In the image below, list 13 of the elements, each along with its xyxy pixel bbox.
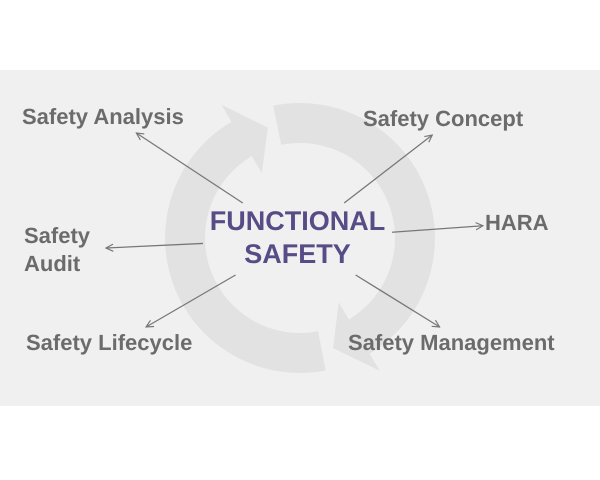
arrow xyxy=(392,222,484,233)
topic-label: Safety Management xyxy=(348,329,556,357)
topic-label: HARA xyxy=(485,209,550,237)
arrow xyxy=(355,274,440,328)
topic-label: Safety Analysis xyxy=(22,103,185,131)
arrow xyxy=(136,132,244,204)
topic-label: Safety Audit xyxy=(24,222,92,278)
topic-label: Safety Concept xyxy=(363,105,524,133)
topic-label: Safety Lifecycle xyxy=(26,329,194,357)
arrow xyxy=(105,242,204,252)
arrow xyxy=(344,134,433,204)
center-title: FUNCTIONAL SAFETY xyxy=(208,205,386,271)
arrow xyxy=(145,274,236,328)
